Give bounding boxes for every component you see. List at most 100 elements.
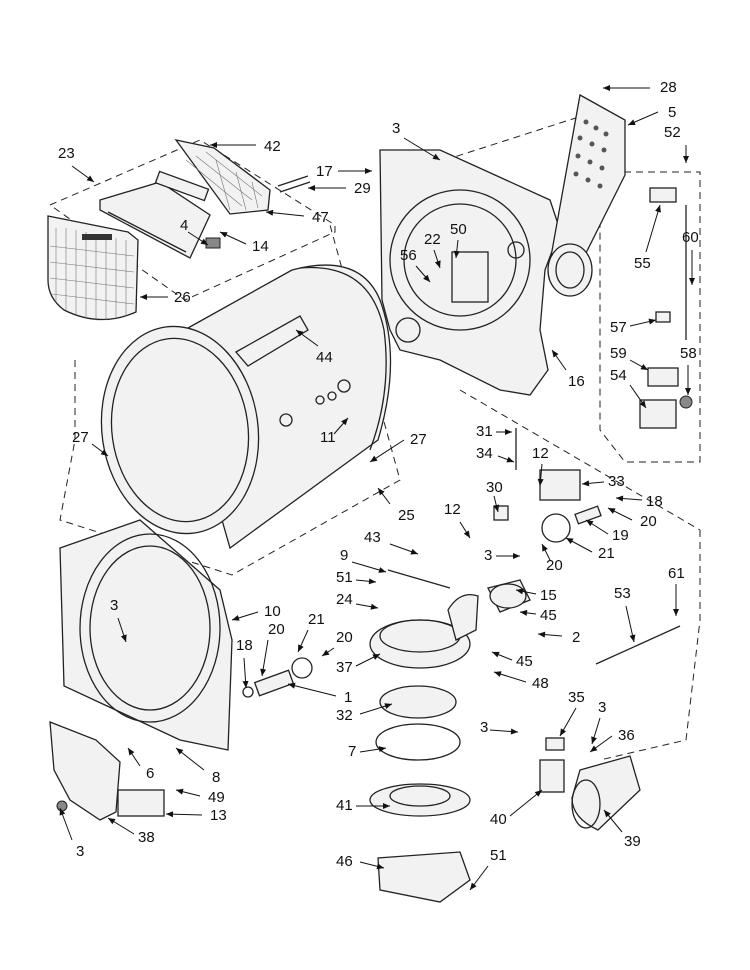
- callout-arrowhead: [296, 330, 304, 337]
- callout-number: 14: [252, 238, 269, 255]
- callout-arrowhead: [582, 480, 590, 487]
- callout-arrowhead: [590, 745, 598, 752]
- callout-arrowhead: [689, 278, 695, 285]
- callout-c4: 4: [180, 217, 209, 246]
- callout-arrowhead: [492, 651, 500, 658]
- callout-arrowhead: [510, 728, 518, 735]
- callout-arrowhead: [432, 153, 440, 160]
- callout-c59: 59: [610, 345, 649, 371]
- callout-number: 35: [568, 689, 585, 706]
- callout-arrowhead: [520, 609, 528, 616]
- callout-number: 56: [400, 247, 417, 264]
- callout-arrowhead: [534, 790, 542, 797]
- callout-arrowhead: [322, 649, 330, 656]
- callout-c15: 15: [515, 587, 557, 604]
- callout-number: 36: [618, 727, 635, 744]
- callout-c1: 1: [287, 682, 352, 706]
- callout-arrowhead: [608, 508, 616, 514]
- callout-number: 3: [480, 719, 488, 736]
- callout-arrowhead: [616, 495, 624, 502]
- callout-arrowhead: [308, 185, 315, 191]
- callout-number: 37: [336, 659, 353, 676]
- callout-number: 25: [398, 507, 415, 524]
- callout-number: 20: [546, 557, 563, 574]
- callout-c37: 37: [336, 653, 381, 676]
- callout-number: 54: [610, 367, 627, 384]
- callout-number: 52: [664, 124, 681, 141]
- callout-arrowhead: [640, 363, 648, 370]
- callout-arrowhead: [542, 544, 548, 552]
- callout-number: 24: [336, 591, 353, 608]
- callout-number: 45: [516, 653, 533, 670]
- callout-arrowhead: [266, 209, 274, 216]
- callout-arrowhead: [410, 548, 418, 555]
- callout-number: 40: [490, 811, 507, 828]
- callout-number: 1: [344, 689, 352, 706]
- callout-leader-line: [287, 683, 337, 697]
- callout-arrowhead: [220, 232, 228, 238]
- callout-c57: 57: [610, 318, 657, 336]
- callout-arrowhead: [538, 631, 546, 638]
- motor-blower-assembly: [242, 428, 602, 903]
- callout-arrowhead: [629, 634, 636, 642]
- callout-number: 39: [624, 833, 641, 850]
- callout-number: 18: [236, 637, 253, 654]
- callout-c49: 49: [175, 788, 225, 806]
- callout-c27a: 27: [72, 429, 109, 457]
- callout-arrowhead: [232, 615, 240, 621]
- callout-c12a: 12: [532, 445, 549, 487]
- callout-number: 58: [680, 345, 697, 362]
- callout-c32: 32: [336, 703, 393, 724]
- callout-c50: 50: [450, 221, 467, 259]
- callout-c43: 43: [364, 529, 419, 555]
- callout-number: 61: [668, 565, 685, 582]
- heater-group-line: [599, 530, 701, 761]
- callout-arrowhead: [463, 530, 470, 538]
- callout-number: 21: [598, 545, 615, 562]
- callout-c3c: 3: [110, 597, 127, 643]
- callout-number: 3: [76, 843, 84, 860]
- callout-arrowhead: [423, 274, 430, 282]
- callout-number: 55: [634, 255, 651, 272]
- callout-arrowhead: [370, 603, 378, 610]
- callout-arrowhead: [376, 863, 384, 870]
- callout-arrowhead: [586, 520, 594, 527]
- callout-c46: 46: [336, 853, 385, 870]
- callout-arrowhead: [453, 250, 460, 258]
- callout-number: 41: [336, 797, 353, 814]
- sensor-parts: [639, 187, 693, 429]
- callout-number: 12: [532, 445, 549, 462]
- callout-arrowhead: [603, 85, 610, 91]
- heater-assembly: [539, 737, 641, 831]
- callout-c21a: 21: [565, 537, 615, 562]
- callout-c18a: 18: [615, 493, 663, 510]
- callout-number: 11: [320, 429, 336, 446]
- callout-leader-line: [403, 137, 441, 161]
- callout-number: 30: [486, 479, 503, 496]
- callout-c16: 16: [551, 349, 585, 390]
- callout-c36: 36: [589, 727, 635, 753]
- callout-number: 43: [364, 529, 381, 546]
- callout-number: 4: [180, 217, 188, 234]
- dryer-drum: [100, 264, 392, 550]
- callout-arrowhead: [341, 418, 348, 426]
- callout-arrowhead: [370, 455, 378, 462]
- callout-c18b: 18: [236, 637, 253, 689]
- callout-arrowhead: [505, 429, 512, 435]
- callout-arrowhead: [516, 588, 524, 595]
- callout-arrowhead: [639, 400, 646, 408]
- callout-c29: 29: [308, 180, 371, 197]
- callout-arrowhead: [560, 728, 567, 736]
- callout-c56: 56: [400, 247, 431, 283]
- callout-c21b: 21: [297, 611, 325, 653]
- callout-arrowhead: [655, 205, 661, 213]
- callout-c40: 40: [490, 789, 543, 828]
- callout-number: 18: [646, 493, 663, 510]
- callout-number: 10: [264, 603, 281, 620]
- callout-number: 7: [348, 743, 356, 760]
- callout-c3e: 3: [480, 719, 519, 736]
- callout-arrowhead: [86, 175, 94, 182]
- callout-number: 20: [640, 513, 657, 530]
- callout-number: 51: [336, 569, 353, 586]
